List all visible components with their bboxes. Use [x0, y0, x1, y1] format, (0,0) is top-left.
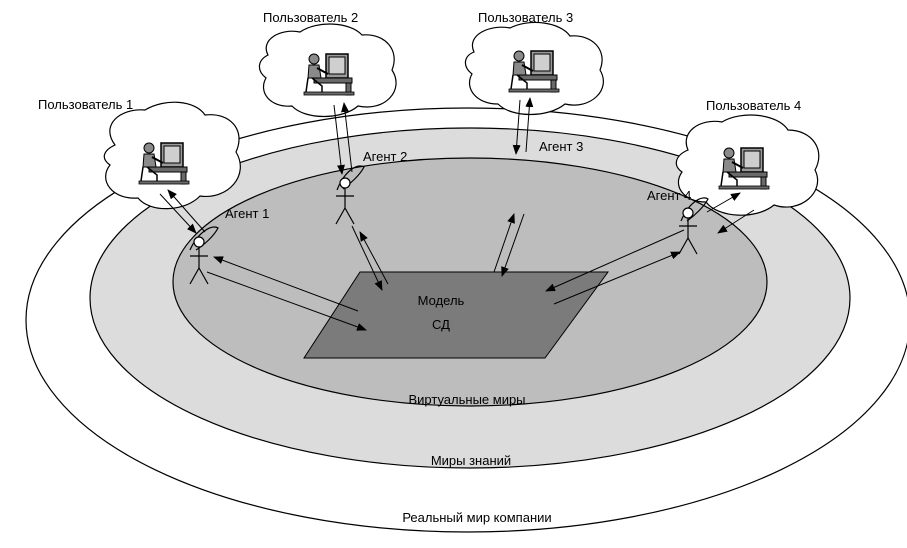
model-label-line-2: СД: [432, 317, 450, 332]
agent-1-figure: [189, 226, 219, 285]
model-plane: [303, 271, 609, 359]
user-3-label: Пользователь 3: [478, 10, 573, 25]
virtual-worlds-label: Виртуальные миры: [408, 392, 525, 407]
agent-2-figure: [335, 165, 365, 225]
agent-2-label: Агент 2: [363, 149, 407, 164]
user-2-label: Пользователь 2: [263, 10, 358, 25]
model-label-line-1: Модель: [418, 293, 465, 308]
user-1-label: Пользователь 1: [38, 97, 133, 112]
agent-4-figure: [678, 197, 709, 255]
real-world-label: Реальный мир компании: [402, 510, 551, 525]
agent-1-label: Агент 1: [225, 206, 269, 221]
user-4-label: Пользователь 4: [706, 98, 801, 113]
agent-3-label: Агент 3: [539, 139, 583, 154]
agent-4-label: Агент 4: [647, 188, 691, 203]
knowledge-worlds-label: Миры знаний: [431, 453, 511, 468]
arrows: [159, 97, 755, 331]
